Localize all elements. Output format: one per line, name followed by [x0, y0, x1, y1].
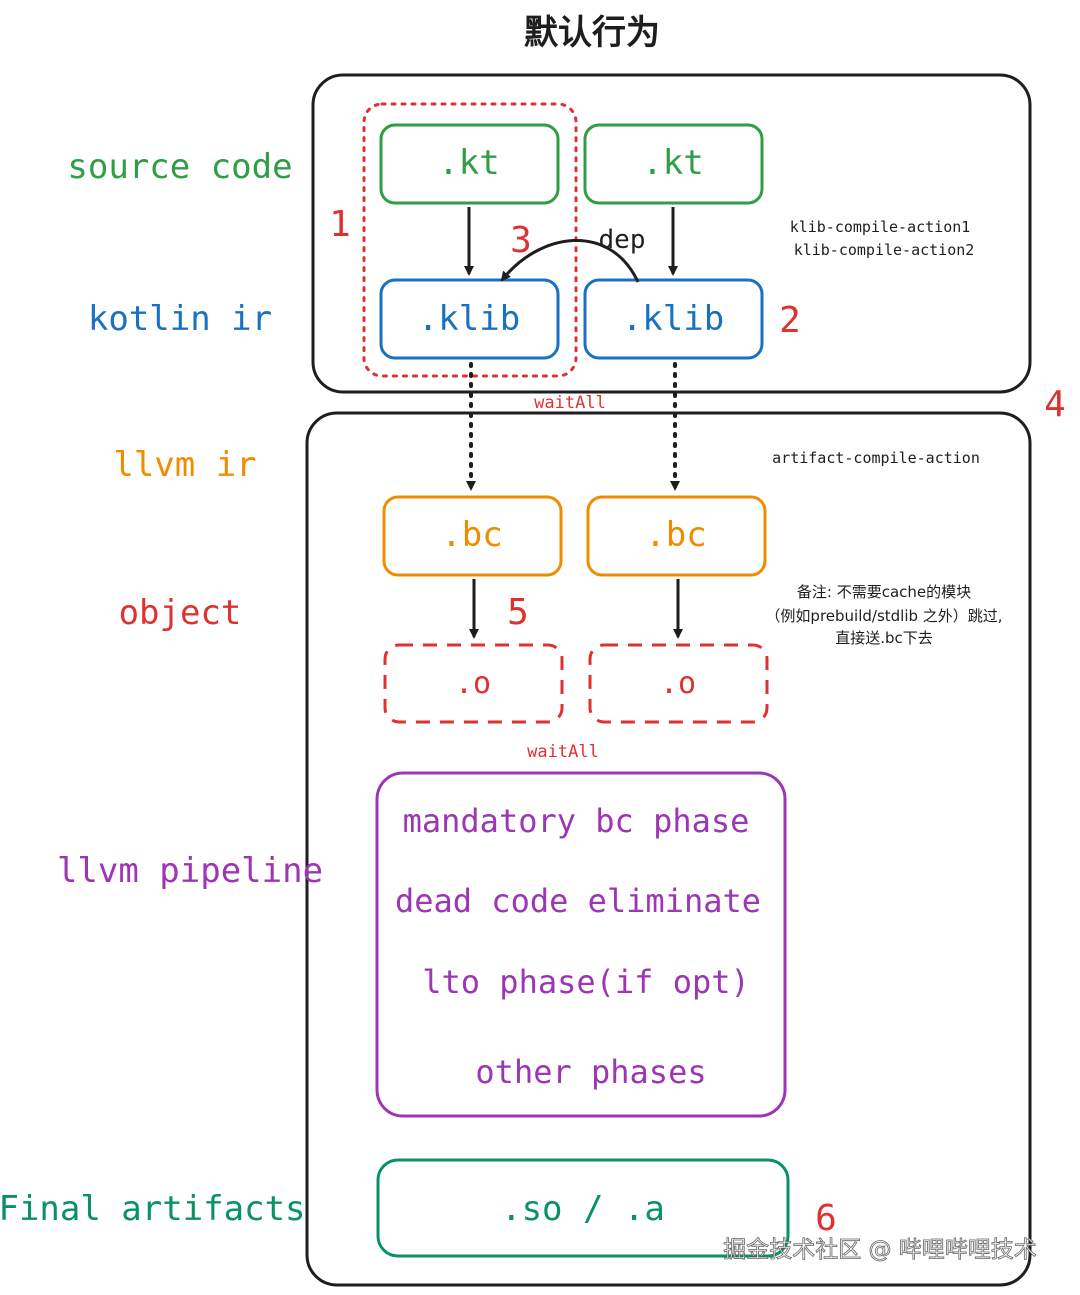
pipeline-step-2: dead code eliminate: [395, 882, 761, 920]
klib-stage-container: [311, 73, 1032, 394]
klib-node-left-label: .klib: [418, 299, 520, 339]
wait-all-label-bottom: waitAll: [527, 742, 599, 762]
artifact-action-label: artifact-compile-action: [772, 449, 980, 467]
llvm-pipeline-box: [375, 771, 787, 1118]
bc-node-left-label: .bc: [441, 515, 502, 555]
arrow-dependency: [500, 238, 640, 283]
diagram-title: 默认行为: [524, 13, 660, 53]
artifact-stage-container: [305, 411, 1032, 1287]
kt-node-left: [379, 123, 560, 205]
row-label-source-code: source code: [67, 147, 292, 187]
note-line-2: （例如prebuild/stdlib 之外）跳过,: [765, 607, 1002, 625]
step-number-2: 2: [779, 300, 801, 341]
row-label-kotlin-ir: kotlin ir: [88, 299, 272, 339]
pipeline-step-4: other phases: [475, 1053, 706, 1091]
bc-node-right: [586, 495, 767, 577]
kt-node-right: [583, 123, 764, 205]
klib-action-label-1: klib-compile-action1: [790, 218, 971, 236]
o-node-right: [588, 643, 769, 724]
klib-action-label-2: klib-compile-action2: [794, 241, 975, 259]
note-line-3: 直接送.bc下去: [835, 629, 933, 647]
o-node-right-label: .o: [660, 666, 696, 701]
kt-node-right-label: .kt: [642, 143, 703, 183]
bc-node-right-label: .bc: [645, 515, 706, 555]
dependency-label: dep: [599, 225, 646, 255]
klib-node-right-label: .klib: [622, 299, 724, 339]
o-node-left: [383, 643, 564, 724]
note-line-1: 备注: 不需要cache的模块: [797, 583, 971, 601]
wait-all-label-top: waitAll: [534, 393, 606, 413]
step-number-5: 5: [507, 592, 529, 633]
step-number-1: 1: [329, 204, 351, 245]
row-label-llvm-pipeline: llvm pipeline: [57, 851, 323, 891]
pipeline-step-3: lto phase(if opt): [422, 963, 750, 1001]
pipeline-step-1: mandatory bc phase: [403, 802, 750, 840]
step-number-4: 4: [1044, 384, 1066, 425]
kt-node-left-label: .kt: [438, 143, 499, 183]
step-number-6: 6: [815, 1198, 837, 1239]
row-label-llvm-ir: llvm ir: [113, 445, 256, 485]
bc-node-left: [382, 495, 563, 577]
step-number-3: 3: [510, 220, 532, 261]
o-node-left-label: .o: [455, 666, 491, 701]
row-label-object: object: [119, 593, 242, 633]
watermark: 掘金技术社区 @ 哔哩哔哩技术: [723, 1237, 1037, 1263]
klib-node-left: [379, 278, 560, 360]
final-artifact-box: [376, 1158, 790, 1258]
final-artifact-label: .so / .a: [501, 1189, 665, 1229]
row-label-final-artifacts: Final artifacts: [0, 1189, 306, 1229]
klib-node-right: [583, 278, 764, 360]
